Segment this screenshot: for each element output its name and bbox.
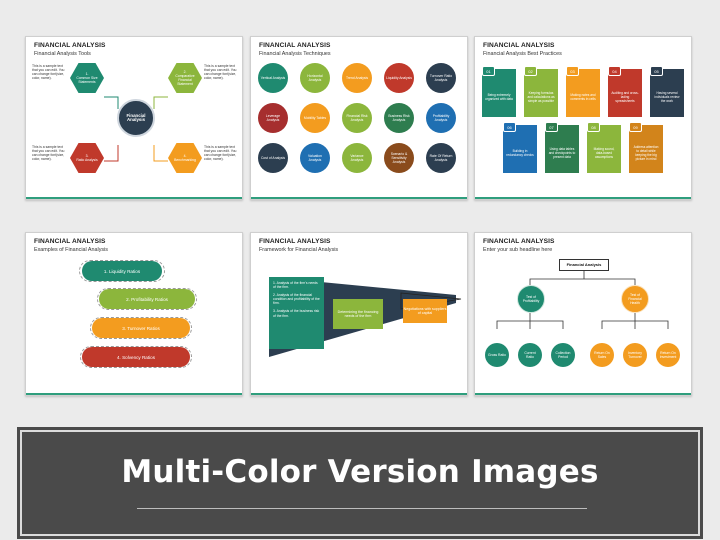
ratio-outline (79, 260, 165, 282)
framework-list-box: 1. Analysis of the firm's needs of the f… (269, 277, 324, 349)
tree-leaf: Current Ratio (518, 343, 542, 367)
practice-card: Address attention to detail while keepin… (629, 125, 663, 173)
slide-subtitle: Financial Analysis Best Practices (483, 51, 562, 57)
framework-middle: Determining the financing needs of the f… (333, 299, 383, 329)
practice-number: 03 (566, 66, 579, 76)
ratio-pill: 3. Turnover Ratios (92, 318, 190, 338)
slide-subtitle: Examples of Financial Analysis (34, 247, 109, 253)
slide-financial-analysis-tools[interactable]: FINANCIAL ANALYSIS Financial Analysis To… (25, 36, 243, 200)
practice-card: Being extremely organized with data (482, 69, 516, 117)
slide-title: FINANCIAL ANALYSIS (483, 42, 555, 49)
ratio-outline (90, 317, 192, 339)
technique-item: Profitability Analysis (426, 103, 456, 133)
banner-title: Multi-Color Version Images (121, 454, 599, 490)
technique-item: Scenario & Sensitivity Analysis (384, 143, 414, 173)
technique-item: Vertical Analysis (258, 63, 288, 93)
framework-step: 2. Analysis of the financial condition a… (273, 293, 320, 306)
techniques-grid: Vertical Analysis Horizontal Analysis Tr… (251, 37, 467, 199)
slide-title: FINANCIAL ANALYSIS (34, 238, 106, 245)
tree-branch-financial-health: Test of Financial Health (621, 285, 649, 313)
framework-step: 1. Analysis of the firm's needs of the f… (273, 281, 318, 290)
practice-card: Using data tables and checkpoints to pre… (545, 125, 579, 173)
technique-item: Horizontal Analysis (300, 63, 330, 93)
practice-number: 04 (608, 66, 621, 76)
technique-item: Cost of Analysis (258, 143, 288, 173)
tree-leaf: Return On Sales (590, 343, 614, 367)
practice-card: Building in redundancy checks (503, 125, 537, 173)
practice-card: Making notes and comments in cells (566, 69, 600, 117)
technique-item: Leverage Analysis (258, 103, 288, 133)
technique-item: Turnover Ratio Analysis (426, 63, 456, 93)
practice-number: 07 (545, 122, 558, 132)
practice-number: 06 (503, 122, 516, 132)
technique-item: Rate Of Return Analysis (426, 143, 456, 173)
practice-number: 08 (587, 122, 600, 132)
ratio-outline (80, 346, 192, 368)
technique-item: Variance Analysis (342, 143, 372, 173)
slide-subtitle: Financial Analysis Tools (34, 51, 91, 57)
technique-item: Mobility Tables (300, 103, 330, 133)
slide-subtitle: Framework for Financial Analysis (259, 247, 339, 253)
technique-item: Liquidity Analysis (384, 63, 414, 93)
tree-leaf: Inventory Turnover (623, 343, 647, 367)
tree-leaf: Gross Ratio (485, 343, 509, 367)
practices-grid: Being extremely organized with data 01 K… (475, 37, 691, 199)
slide-title: FINANCIAL ANALYSIS (34, 42, 106, 49)
practice-card: Making sound, data-based assumptions (587, 125, 621, 173)
version-banner: Multi-Color Version Images (17, 427, 703, 539)
slide-subtitle: Financial Analysis Techniques (259, 51, 331, 57)
technique-item: Financial Risk Analysis (342, 103, 372, 133)
ratio-outline (97, 288, 197, 310)
slide-subtitle: Enter your sub headline here (483, 247, 553, 253)
framework-step: 3. Analysis of the business risk of the … (273, 309, 320, 318)
tree-leaf: Return On Investment (656, 343, 680, 367)
slide-title: FINANCIAL ANALYSIS (259, 238, 331, 245)
slide-title: FINANCIAL ANALYSIS (259, 42, 331, 49)
practice-number: 01 (482, 66, 495, 76)
technique-item: Valuation Analysis (300, 143, 330, 173)
center-label: Financial Analysis (126, 112, 146, 122)
practice-card: Auditing and cross-lading spreadsheets (608, 69, 642, 117)
tree-branch-profitability: Test of Profitability (517, 285, 545, 313)
practice-number: 09 (629, 122, 642, 132)
slide-framework[interactable]: FINANCIAL ANALYSIS Framework for Financi… (250, 232, 468, 396)
slide-title: FINANCIAL ANALYSIS (483, 238, 555, 245)
tree-connectors (496, 271, 669, 329)
ratio-pill: 2. Profitability Ratios (99, 289, 195, 309)
technique-item: Trend Analysis (342, 63, 372, 93)
framework-right: Negotiations with suppliers of capital (403, 299, 447, 323)
ratio-pill: 1. Liquidity Ratios (82, 261, 162, 281)
tree-root: Financial Analysis (559, 259, 609, 271)
sample-text: This is a sample text that you can edit.… (204, 64, 237, 81)
slide-examples[interactable]: FINANCIAL ANALYSIS Examples of Financial… (25, 232, 243, 396)
practice-number: 05 (650, 66, 663, 76)
hex-comparative: 2. Comparative Financial Statement (168, 63, 202, 93)
hex-benchmarking: 4. Benchmarking (168, 143, 202, 173)
banner-divider (137, 508, 587, 509)
center-circle: Financial Analysis (117, 99, 155, 137)
slide-financial-analysis-techniques[interactable]: FINANCIAL ANALYSIS Financial Analysis Te… (250, 36, 468, 200)
sample-text: This is a sample text that you can edit.… (204, 145, 237, 162)
practice-card: Having several individuals review the wo… (650, 69, 684, 117)
practice-number: 02 (524, 66, 537, 76)
sample-text: This is a sample text that you can edit.… (32, 64, 65, 81)
slide-tree[interactable]: FINANCIAL ANALYSIS Enter your sub headli… (474, 232, 692, 396)
slide-best-practices[interactable]: FINANCIAL ANALYSIS Financial Analysis Be… (474, 36, 692, 200)
practice-card: Keeping formulas and calculations as sim… (524, 69, 558, 117)
sample-text: This is a sample text that you can edit.… (32, 145, 65, 162)
ratio-pill: 4. Solvency Ratios (82, 347, 190, 367)
technique-item: Business Risk Analysis (384, 103, 414, 133)
tree-leaf: Collection Period (551, 343, 575, 367)
connector-lines (104, 96, 168, 162)
